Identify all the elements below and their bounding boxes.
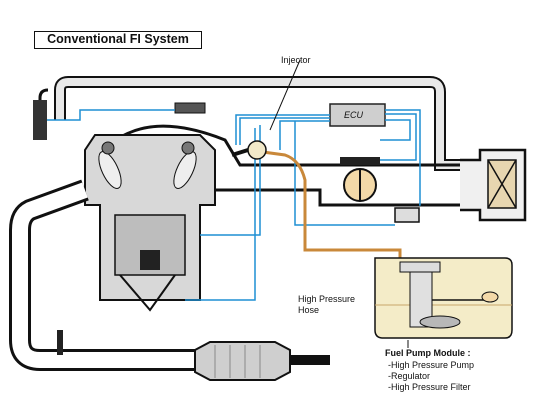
fuel-hose [247, 148, 405, 277]
high-pressure-hose-label-line1: High Pressure [298, 294, 356, 304]
fuel-tank [374, 257, 513, 348]
fuel-pump-module-title: Fuel Pump Module : [385, 348, 471, 358]
air-filter [460, 148, 527, 222]
catalytic-converter [194, 341, 330, 381]
engine-block [84, 134, 216, 312]
high-pressure-hose-label-line2: Hose [298, 305, 320, 315]
diagram-title: Conventional FI System [34, 31, 202, 49]
intake-manifold [38, 76, 460, 171]
injector-label: Injector [281, 55, 311, 65]
wiring-harness [47, 109, 421, 301]
fuel-pump-module-item: -High Pressure Pump [388, 360, 475, 370]
map-sensor [33, 100, 206, 140]
fuel-pump-module-item: -High Pressure Filter [388, 382, 471, 392]
ecu-label: ECU [344, 110, 364, 120]
injector [231, 59, 301, 160]
fuel-pump-module-item: -Regulator [388, 371, 431, 381]
exhaust-pipe [9, 179, 200, 371]
throttle-body [340, 157, 420, 223]
